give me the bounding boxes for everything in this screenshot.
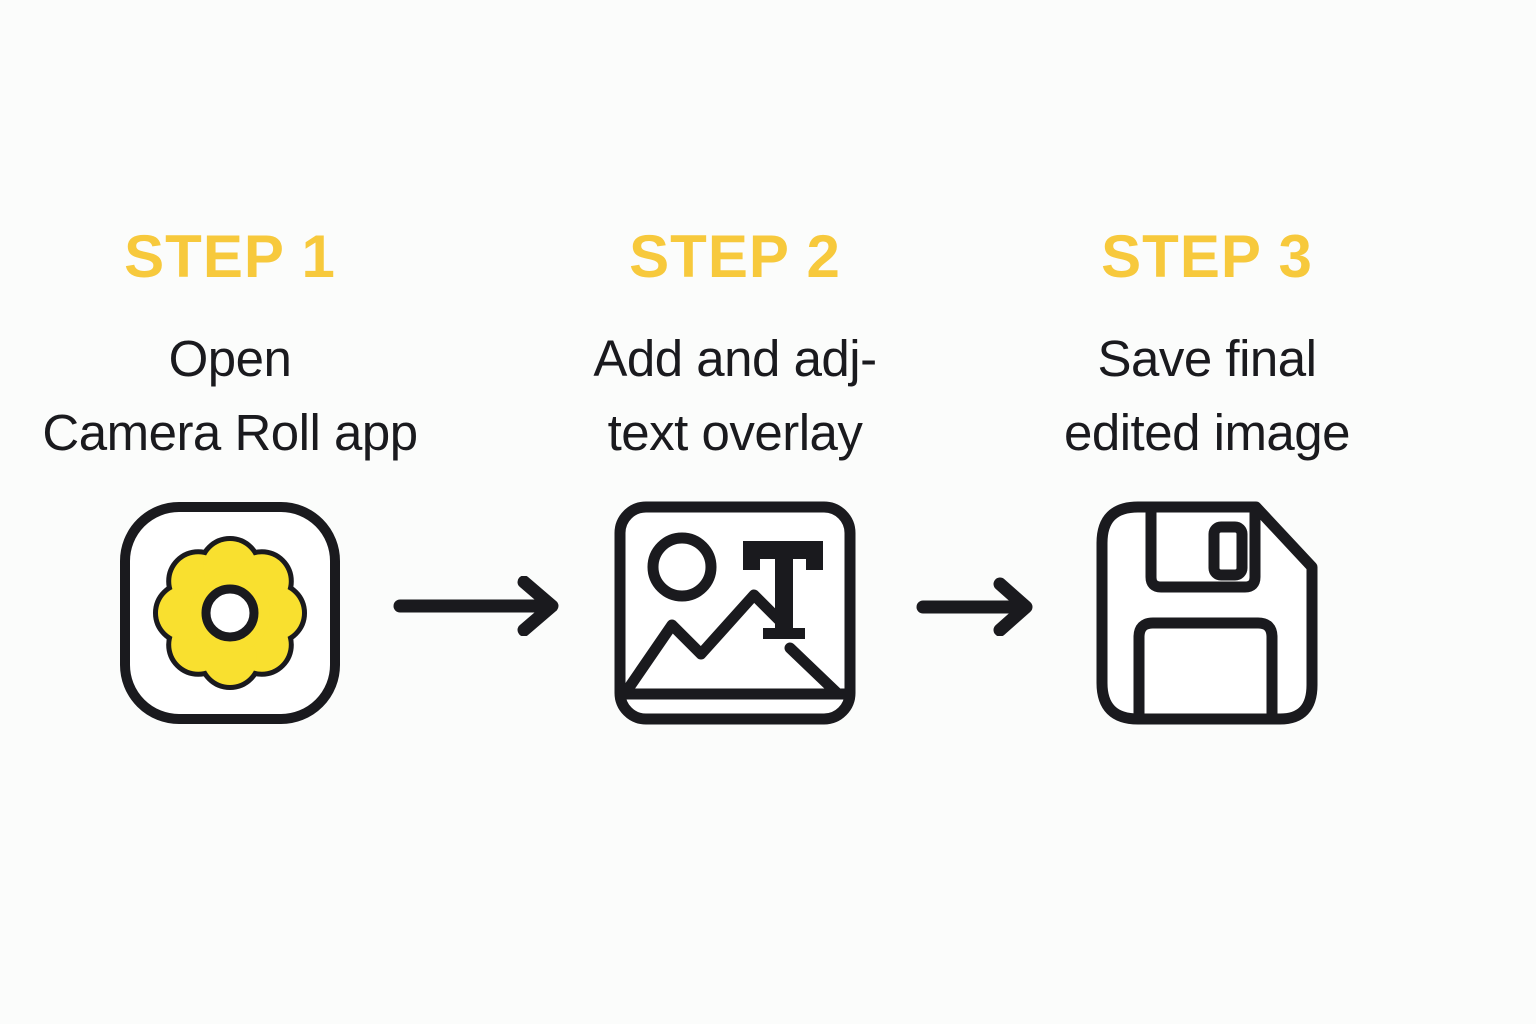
step-2-description: Add and adj- text overlay (495, 322, 975, 470)
step-2-desc-line-2: text overlay (607, 404, 863, 461)
arrow-right-icon (916, 577, 1033, 636)
step-3-column: STEP 3 Save final edited image (967, 226, 1447, 726)
step-1-desc-line-2: Camera Roll app (42, 404, 418, 461)
flower-app-icon (120, 502, 340, 724)
step-2-column: STEP 2 Add and adj- text overlay (495, 226, 975, 726)
step-2-label: STEP 2 (629, 223, 841, 290)
step-1-description: Open Camera Roll app (0, 322, 470, 470)
connector-arrow-1 (393, 576, 563, 636)
step-1-column: STEP 1 Open Camera Roll app (0, 226, 470, 726)
step-2-desc-line-1: Add and adj- (593, 330, 877, 387)
arrow-right-icon (393, 576, 559, 636)
step-3-description: Save final edited image (967, 322, 1447, 470)
step-1-label: STEP 1 (124, 223, 336, 290)
step-3-desc-line-1: Save final (1097, 330, 1317, 387)
step-1-icon-wrap (0, 500, 470, 726)
step-2-icon-wrap (495, 500, 975, 726)
step-3-desc-line-2: edited image (1063, 404, 1351, 461)
connector-arrow-2 (916, 576, 1036, 636)
step-3-icon-wrap (967, 500, 1447, 726)
image-text-overlay-icon (614, 501, 856, 725)
floppy-disk-icon (1096, 501, 1318, 725)
step-3-label: STEP 3 (1101, 223, 1313, 290)
step-1-desc-line-1: Open (168, 330, 292, 387)
